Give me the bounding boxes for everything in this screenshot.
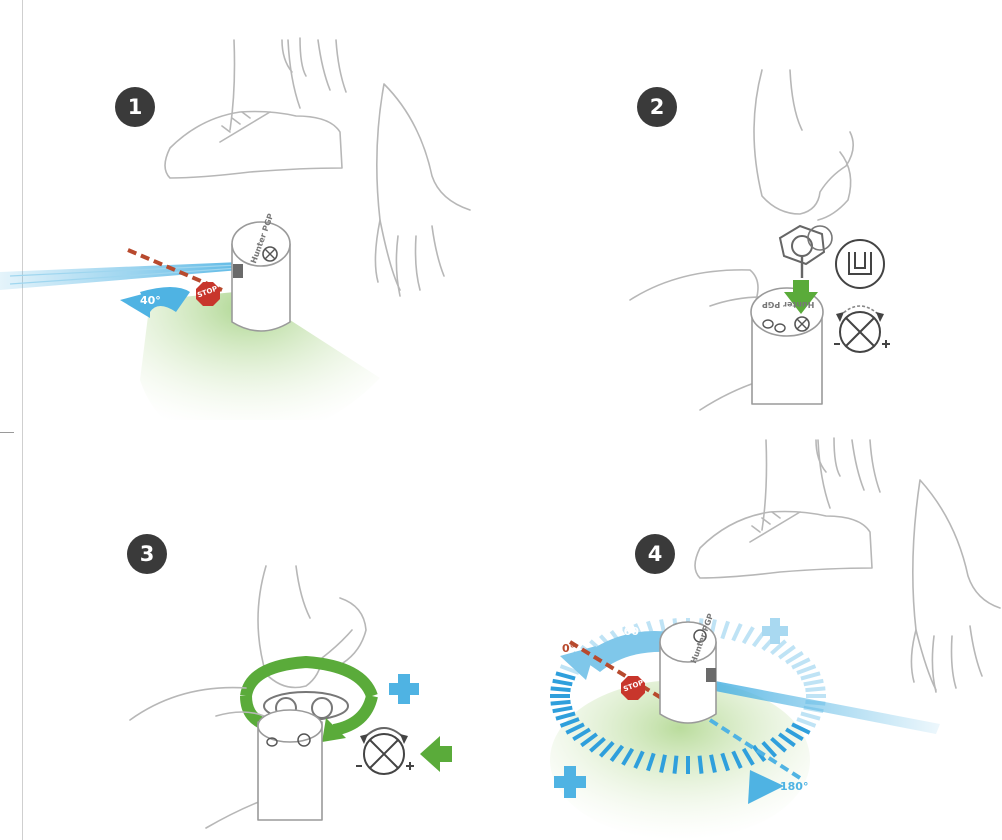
hand-drawing [816,438,1000,692]
arc-segment [801,673,820,678]
step-2-illustration [500,0,1002,420]
step-1-badge: 1 [115,87,155,127]
step-3-panel: 3 [0,420,500,840]
arc-segment [733,624,741,641]
direction-arrow-icon [420,736,452,772]
arc-segment [700,756,702,774]
adjustment-dial-icon [356,728,414,774]
step-2-badge: 2 [637,87,677,127]
end-angle-label: 180° [780,780,808,793]
hand-with-tool-drawing [754,70,853,220]
step-3-badge: 3 [127,534,167,574]
foot-shoe-drawing [695,440,872,578]
arc-segment [553,681,573,685]
arc-segment [556,673,575,678]
sprinkler-cap-text: Hunter PGP [762,300,814,309]
full-angle-label: 360° [616,625,644,638]
step-4-illustration [500,420,1002,840]
arc-segment [722,621,728,638]
arc-segment [792,659,810,667]
arc-segment [779,647,794,658]
arc-segment [797,719,815,726]
step-4-panel: 4 0° 360° 180° STOP Hunter PGP [500,420,1002,840]
sprinkler-body [258,710,322,820]
plus-icon [389,674,419,704]
start-angle-label: 0° [562,642,575,655]
arc-segment [551,688,571,690]
arc-segment [551,702,571,704]
step-1-panel: 1 40° STOP Hunter PGP [0,0,500,420]
arc-segment [805,688,825,690]
arc-segment [674,756,676,774]
hand-drawing [282,38,470,296]
step-4-badge: 4 [635,534,675,574]
arc-segment [801,713,820,718]
sprinkler-body [660,622,716,723]
arc-segment [786,653,803,663]
step-1-illustration [0,0,500,420]
key-slot-icon [836,240,884,288]
arc-segment [744,627,753,643]
arc-angle-label: 40° [140,294,161,307]
adjustment-key-tool [780,226,832,278]
arc-segment [804,681,824,685]
arc-segment [553,708,573,712]
step-2-panel: 2 Hunter PGP [500,0,1002,420]
adjustment-dial-icon [834,306,890,352]
step-3-illustration [0,420,500,840]
foot-shoe-drawing [165,40,342,178]
arc-segment [797,666,815,673]
